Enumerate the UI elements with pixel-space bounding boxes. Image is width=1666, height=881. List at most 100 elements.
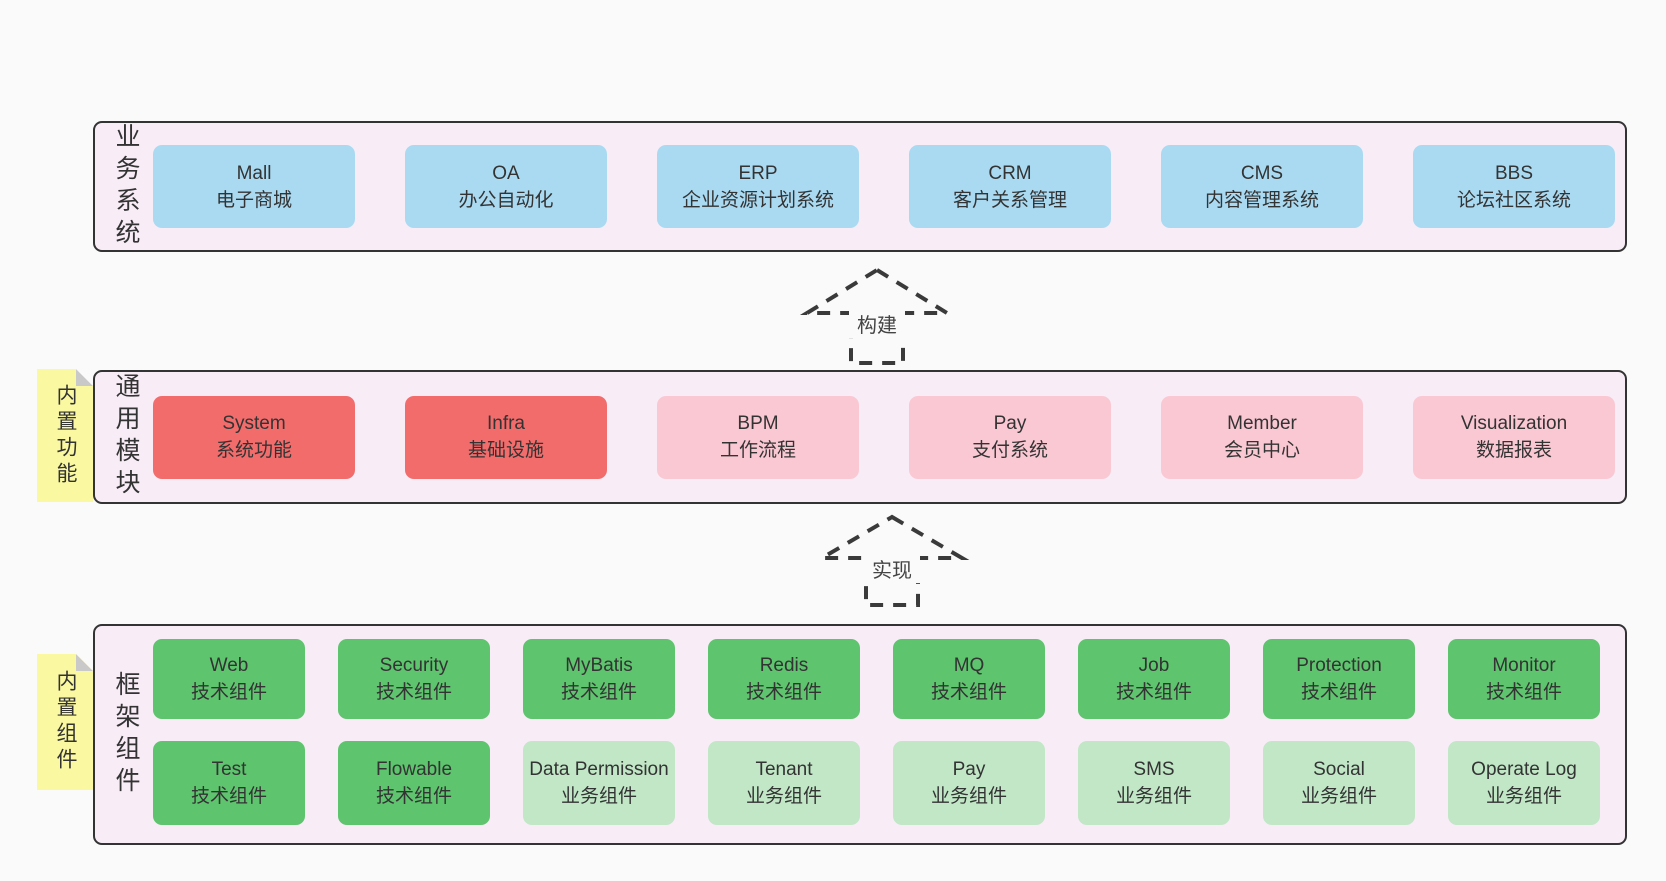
sticky-note-text: 内置功能 (54, 383, 77, 488)
box-security: Security 技术组件 (338, 639, 490, 719)
box-title: Social (1313, 759, 1365, 780)
build-arrow: 构建 (799, 267, 955, 365)
box-subtitle: 企业资源计划系统 (681, 189, 834, 211)
box-subtitle: 办公自动化 (458, 189, 554, 211)
box-subtitle: 论坛社区系统 (1456, 189, 1571, 211)
box-operate-log: Operate Log 业务组件 (1448, 741, 1600, 825)
component-rows: Web 技术组件 Security 技术组件 MyBatis 技术组件 Redi… (95, 626, 1625, 825)
box-title: SMS (1133, 759, 1175, 780)
box-oa: OA 办公自动化 (405, 145, 607, 228)
box-social: Social 业务组件 (1263, 741, 1415, 825)
box-title: CMS (1240, 162, 1284, 184)
box-subtitle: 业务组件 (1115, 786, 1192, 807)
arrow-label: 实现 (872, 559, 912, 582)
box-title: Web (209, 655, 249, 676)
box-infra: Infra 基础设施 (405, 395, 607, 479)
box-title: BPM (737, 413, 779, 434)
box-title: CRM (988, 162, 1032, 184)
box-subtitle: 业务组件 (1300, 786, 1377, 807)
box-tenant: Tenant 业务组件 (708, 741, 860, 825)
box-pay-component: Pay 业务组件 (893, 741, 1045, 825)
tech-components-row: Web 技术组件 Security 技术组件 MyBatis 技术组件 Redi… (153, 639, 1625, 719)
box-mybatis: MyBatis 技术组件 (523, 639, 675, 719)
box-subtitle: 客户关系管理 (952, 189, 1067, 211)
box-title: Visualization (1460, 413, 1568, 434)
implement-arrow: 实现 (814, 514, 970, 607)
box-subtitle: 技术组件 (1300, 682, 1377, 703)
business-systems-layer: 业务系统 Mall 电子商城 OA 办公自动化 ERP 企业资源计划系统 CRM… (93, 121, 1627, 252)
box-subtitle: 技术组件 (560, 682, 637, 703)
box-system: System 系统功能 (153, 395, 355, 479)
box-subtitle: 电子商城 (215, 189, 292, 211)
box-title: Pay (952, 759, 986, 780)
box-data-permission: Data Permission 业务组件 (523, 741, 675, 825)
box-subtitle: 技术组件 (930, 682, 1007, 703)
box-bpm: BPM 工作流程 (657, 395, 859, 479)
box-title: Infra (486, 413, 526, 434)
box-subtitle: 系统功能 (215, 440, 292, 461)
box-title: BBS (1494, 162, 1534, 184)
box-title: ERP (738, 162, 778, 184)
common-modules-layer: 通用模块 System 系统功能 Infra 基础设施 BPM 工作流程 Pay… (93, 370, 1627, 504)
box-subtitle: 基础设施 (467, 440, 544, 461)
box-title: MyBatis (565, 655, 633, 676)
sticky-note-builtin-features: 内置功能 (37, 369, 93, 502)
arrow-label-bg (864, 556, 920, 583)
box-title: Flowable (375, 759, 453, 780)
sticky-note-builtin-components: 内置组件 (37, 654, 93, 790)
box-sms: SMS 业务组件 (1078, 741, 1230, 825)
box-title: Security (379, 655, 449, 676)
framework-components-layer: 框架组件 Web 技术组件 Security 技术组件 MyBatis 技术组件… (93, 624, 1627, 845)
box-title: Redis (759, 655, 809, 676)
box-title: MQ (953, 655, 985, 676)
box-title: Tenant (755, 759, 813, 780)
box-erp: ERP 企业资源计划系统 (657, 145, 859, 228)
box-redis: Redis 技术组件 (708, 639, 860, 719)
box-test: Test 技术组件 (153, 741, 305, 825)
box-subtitle: 技术组件 (375, 682, 452, 703)
module-boxes: System 系统功能 Infra 基础设施 BPM 工作流程 Pay 支付系统… (95, 372, 1625, 502)
box-mq: MQ 技术组件 (893, 639, 1045, 719)
box-monitor: Monitor 技术组件 (1448, 639, 1600, 719)
box-web: Web 技术组件 (153, 639, 305, 719)
box-cms: CMS 内容管理系统 (1161, 145, 1363, 228)
box-title: Pay (993, 413, 1027, 434)
box-subtitle: 技术组件 (190, 682, 267, 703)
box-subtitle: 业务组件 (745, 786, 822, 807)
up-arrow-shape (814, 514, 970, 607)
layer-label-common-modules: 通用模块 (112, 373, 140, 501)
box-title: Mall (236, 162, 272, 184)
box-member: Member 会员中心 (1161, 395, 1363, 479)
arrow-label: 构建 (857, 314, 897, 337)
arrow-label-bg (849, 311, 905, 338)
box-title: Monitor (1492, 655, 1556, 676)
box-subtitle: 技术组件 (1115, 682, 1192, 703)
layer-label-framework-components: 框架组件 (112, 670, 140, 799)
box-protection: Protection 技术组件 (1263, 639, 1415, 719)
box-title: OA (492, 162, 520, 184)
sticky-note-text: 内置组件 (54, 670, 77, 774)
layer-label-business-systems: 业务系统 (112, 122, 140, 251)
box-subtitle: 工作流程 (719, 440, 796, 461)
box-subtitle: 业务组件 (560, 786, 637, 807)
box-subtitle: 技术组件 (1485, 682, 1562, 703)
box-subtitle: 技术组件 (375, 786, 452, 807)
box-subtitle: 业务组件 (1485, 786, 1562, 807)
box-title: Data Permission (529, 759, 669, 780)
box-job: Job 技术组件 (1078, 639, 1230, 719)
box-crm: CRM 客户关系管理 (909, 145, 1111, 228)
note-fold-icon (76, 654, 93, 671)
box-pay-module: Pay 支付系统 (909, 395, 1111, 479)
box-subtitle: 业务组件 (930, 786, 1007, 807)
box-subtitle: 技术组件 (190, 786, 267, 807)
box-subtitle: 技术组件 (745, 682, 822, 703)
box-title: Member (1227, 413, 1297, 434)
box-visualization: Visualization 数据报表 (1413, 395, 1615, 479)
up-arrow-shape (799, 267, 955, 365)
box-bbs: BBS 论坛社区系统 (1413, 145, 1615, 228)
business-boxes: Mall 电子商城 OA 办公自动化 ERP 企业资源计划系统 CRM 客户关系… (95, 123, 1625, 250)
box-mall: Mall 电子商城 (153, 145, 355, 228)
box-subtitle: 会员中心 (1223, 440, 1300, 461)
box-title: System (222, 413, 286, 434)
box-subtitle: 支付系统 (971, 440, 1048, 461)
